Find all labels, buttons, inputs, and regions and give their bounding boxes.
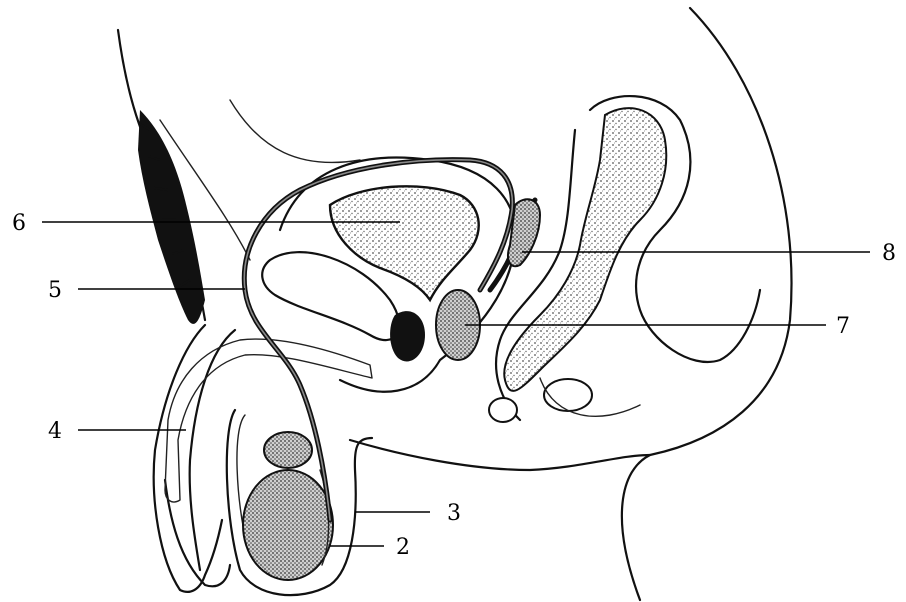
- label-4: 4: [48, 419, 62, 444]
- label-5: 5: [48, 278, 62, 303]
- label-7: 7: [836, 314, 850, 339]
- label-3: 3: [447, 501, 461, 526]
- seminal-vesicle: [490, 199, 540, 290]
- label-2: 2: [396, 535, 410, 560]
- rectum: [489, 96, 760, 422]
- label-8: 8: [882, 241, 896, 266]
- label-6: 6: [12, 211, 26, 236]
- pubic-hair: [138, 110, 205, 324]
